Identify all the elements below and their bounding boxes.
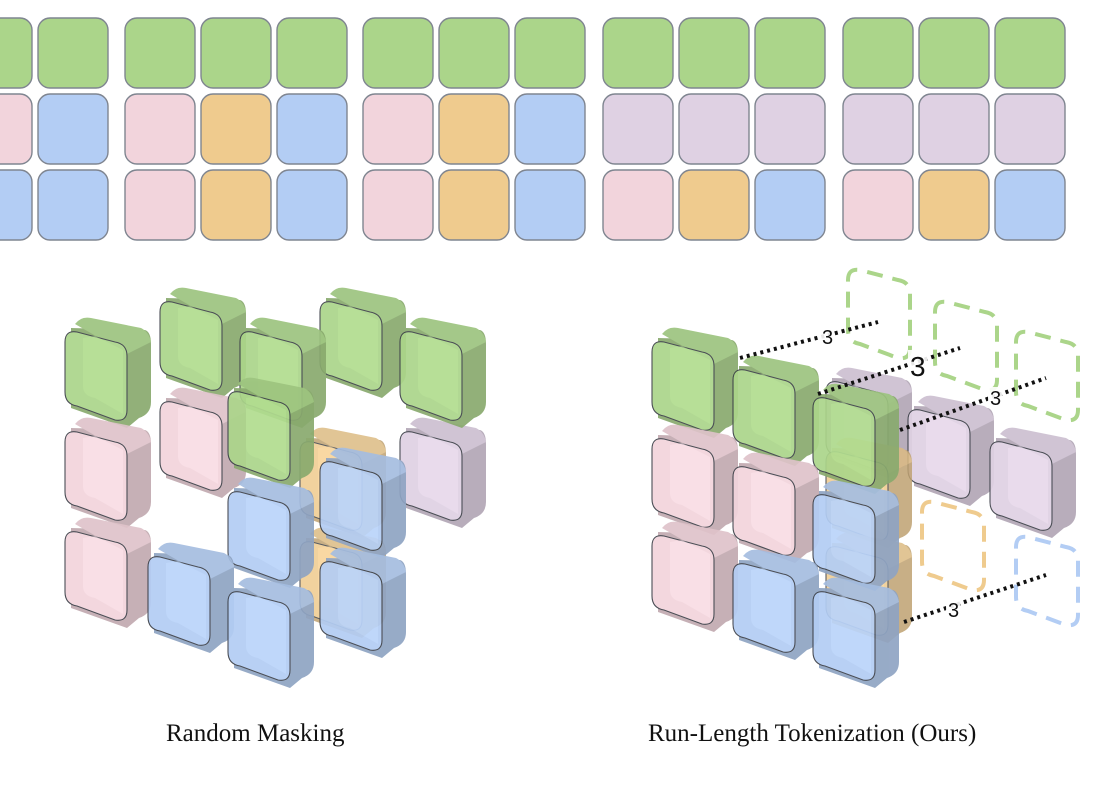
token-block-green <box>64 317 151 428</box>
run-length-label: 3 <box>910 351 926 382</box>
patch-pink <box>362 93 434 165</box>
patch-purple <box>602 93 674 165</box>
patch-green <box>438 17 510 89</box>
patch-blue <box>276 169 348 241</box>
patch-purple <box>994 93 1066 165</box>
frame-grid <box>124 17 348 241</box>
patch-green <box>754 17 826 89</box>
frame-grid <box>0 17 109 241</box>
patch-blue <box>514 93 586 165</box>
patch-orange <box>200 169 272 241</box>
patch-green <box>842 17 914 89</box>
frame-grid <box>842 17 1066 241</box>
patch-blue <box>276 93 348 165</box>
patch-purple <box>678 93 750 165</box>
patch-pink <box>842 169 914 241</box>
token-block-green <box>732 355 819 466</box>
patch-blue <box>754 169 826 241</box>
patch-pink <box>0 93 33 165</box>
dashed-green-placeholder <box>933 299 999 393</box>
run-length-tokenization-panel: 3 3 3 3 <box>651 267 1080 688</box>
dashed-orange-placeholder <box>920 499 986 593</box>
dashed-blue-placeholder <box>1014 534 1080 628</box>
token-block-blue <box>812 480 899 591</box>
token-block-green <box>812 383 899 494</box>
run-length-tokenization-caption: Run-Length Tokenization (Ours) <box>648 720 977 747</box>
patch-blue <box>994 169 1066 241</box>
token-block-blue <box>812 577 899 688</box>
patch-orange <box>200 93 272 165</box>
token-block-blue <box>227 577 314 688</box>
patch-green <box>276 17 348 89</box>
patch-pink <box>124 93 196 165</box>
token-block-purple <box>907 395 994 506</box>
patch-green <box>124 17 196 89</box>
patch-green <box>514 17 586 89</box>
token-block-green <box>319 287 406 398</box>
patch-pink <box>124 169 196 241</box>
video-frames-row <box>0 17 1066 241</box>
patch-blue <box>514 169 586 241</box>
token-block-blue <box>319 547 406 658</box>
token-block-green <box>227 377 314 488</box>
token-block-blue <box>732 549 819 660</box>
patch-green <box>994 17 1066 89</box>
patch-orange <box>438 93 510 165</box>
patch-pink <box>602 169 674 241</box>
run-length-label: 3 <box>948 600 959 622</box>
token-block-green <box>399 317 486 428</box>
token-block-purple <box>399 417 486 528</box>
patch-orange <box>438 169 510 241</box>
frame-grid <box>602 17 826 241</box>
token-cubes-diagram: 3 3 3 3 <box>64 267 1080 688</box>
dashed-green-placeholder <box>1014 329 1080 423</box>
token-block-pink <box>732 452 819 563</box>
patch-blue <box>37 169 109 241</box>
run-length-dotted-line <box>899 376 1047 432</box>
patch-blue <box>0 169 33 241</box>
run-length-label: 3 <box>822 327 833 349</box>
patch-purple <box>754 93 826 165</box>
frame-grid <box>362 17 586 241</box>
patch-purple <box>842 93 914 165</box>
token-block-pink <box>64 517 151 628</box>
token-block-blue <box>147 542 234 653</box>
patch-green <box>362 17 434 89</box>
token-block-pink <box>651 424 738 535</box>
token-block-blue <box>319 447 406 558</box>
random-masking-panel <box>64 287 486 688</box>
patch-green <box>918 17 990 89</box>
token-block-green <box>651 327 738 438</box>
patch-green <box>200 17 272 89</box>
run-length-label: 3 <box>990 388 1001 410</box>
patch-green <box>602 17 674 89</box>
token-block-pink <box>159 387 246 498</box>
patch-green <box>678 17 750 89</box>
patch-green <box>37 17 109 89</box>
token-block-green <box>159 287 246 398</box>
random-masking-caption: Random Masking <box>166 720 345 747</box>
token-block-purple <box>989 427 1076 538</box>
token-block-pink <box>64 417 151 528</box>
run-length-dotted-line <box>739 320 879 360</box>
patch-purple <box>918 93 990 165</box>
patch-green <box>0 17 33 89</box>
patch-orange <box>678 169 750 241</box>
token-block-pink <box>651 521 738 632</box>
dashed-green-placeholder <box>846 267 912 361</box>
patch-orange <box>918 169 990 241</box>
patch-pink <box>362 169 434 241</box>
run-length-dotted-line <box>903 573 1047 624</box>
token-block-blue <box>227 477 314 588</box>
patch-blue <box>37 93 109 165</box>
